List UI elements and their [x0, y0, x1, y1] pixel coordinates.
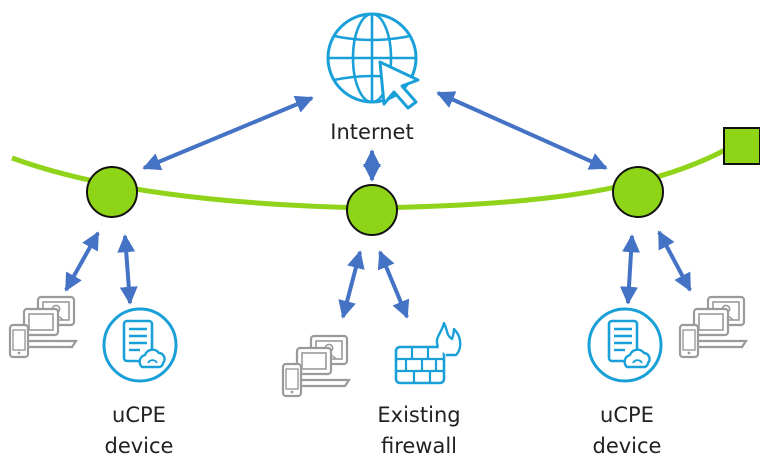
globe-cursor-icon — [326, 12, 420, 110]
arrow-internet-right — [436, 91, 608, 170]
arrow-left-ucpe — [117, 234, 138, 305]
arrow-middle-firewall — [377, 250, 410, 319]
server-cloud-icon — [587, 307, 663, 383]
arrows — [64, 91, 692, 319]
arrow-right-ucpe — [619, 234, 641, 305]
arrow-left-devices — [64, 231, 100, 292]
label-right-device-line1: uCPE — [600, 403, 654, 427]
devices-icon — [8, 295, 78, 359]
terminal-square — [723, 127, 760, 165]
label-middle-device-line1: Existing — [377, 403, 460, 427]
label-middle-device-line2: firewall — [381, 434, 457, 458]
arrow-right-devices — [657, 230, 692, 292]
label-left-device-line1: uCPE — [112, 403, 166, 427]
arrow-internet-left — [142, 95, 314, 171]
server-cloud-icon — [102, 307, 178, 383]
node-right — [612, 166, 664, 218]
label-right-device-line2: device — [593, 434, 662, 458]
label-left-device-line2: device — [105, 434, 174, 458]
arrow-middle-devices — [338, 250, 365, 319]
devices-icon — [678, 295, 748, 359]
label-internet: Internet — [330, 120, 413, 144]
devices-icon — [281, 334, 351, 398]
node-left — [86, 166, 138, 218]
node-middle — [346, 184, 398, 236]
firewall-icon — [394, 321, 462, 385]
